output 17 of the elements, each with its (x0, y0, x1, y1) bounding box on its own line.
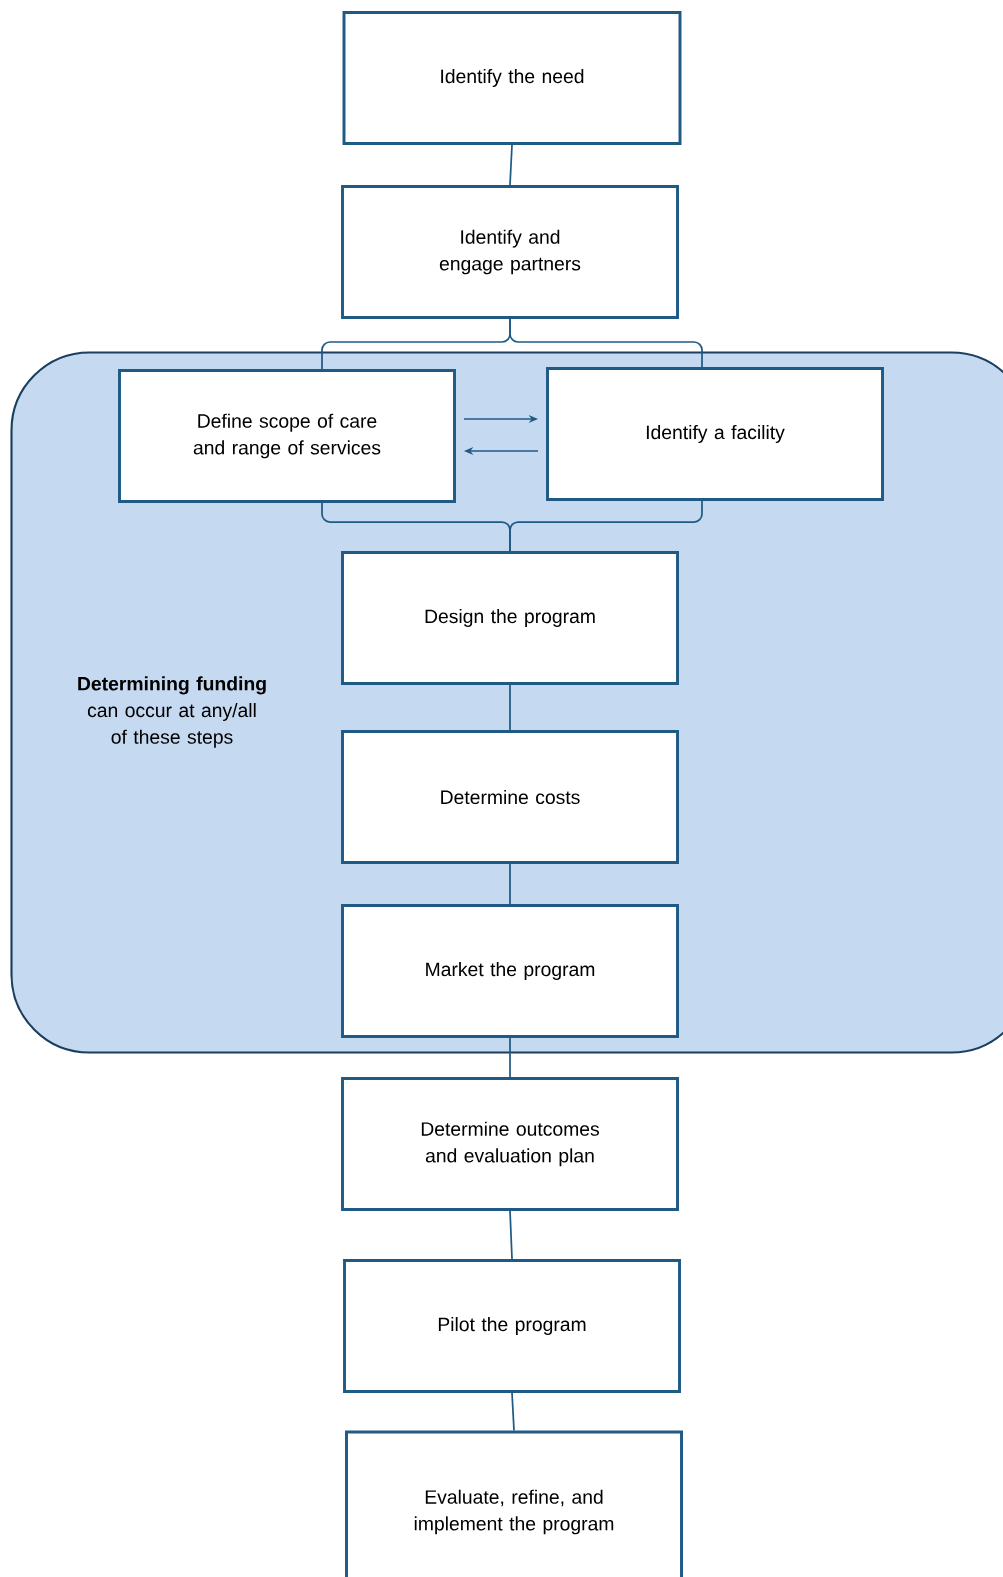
process-box: Identify the need (342, 11, 682, 145)
process-box: Evaluate, refine, and implement the program (345, 1430, 683, 1577)
process-box: Design the program (341, 551, 679, 685)
connector-line (509, 1210, 513, 1260)
process-box: Determine outcomes and evaluation plan (341, 1077, 679, 1211)
connector-line (509, 144, 513, 186)
bracket-connector (509, 318, 703, 368)
process-box: Market the program (341, 904, 679, 1038)
connector-line (509, 863, 511, 905)
process-box: Define scope of care and range of services (118, 369, 456, 503)
connector-line (511, 1392, 515, 1432)
connector-line (509, 684, 511, 731)
process-box: Identify a facility (546, 367, 884, 501)
connector-line (509, 1037, 511, 1078)
process-box: Pilot the program (343, 1259, 681, 1393)
process-box: Identify and engage partners (341, 185, 679, 319)
process-box: Determine costs (341, 730, 679, 864)
